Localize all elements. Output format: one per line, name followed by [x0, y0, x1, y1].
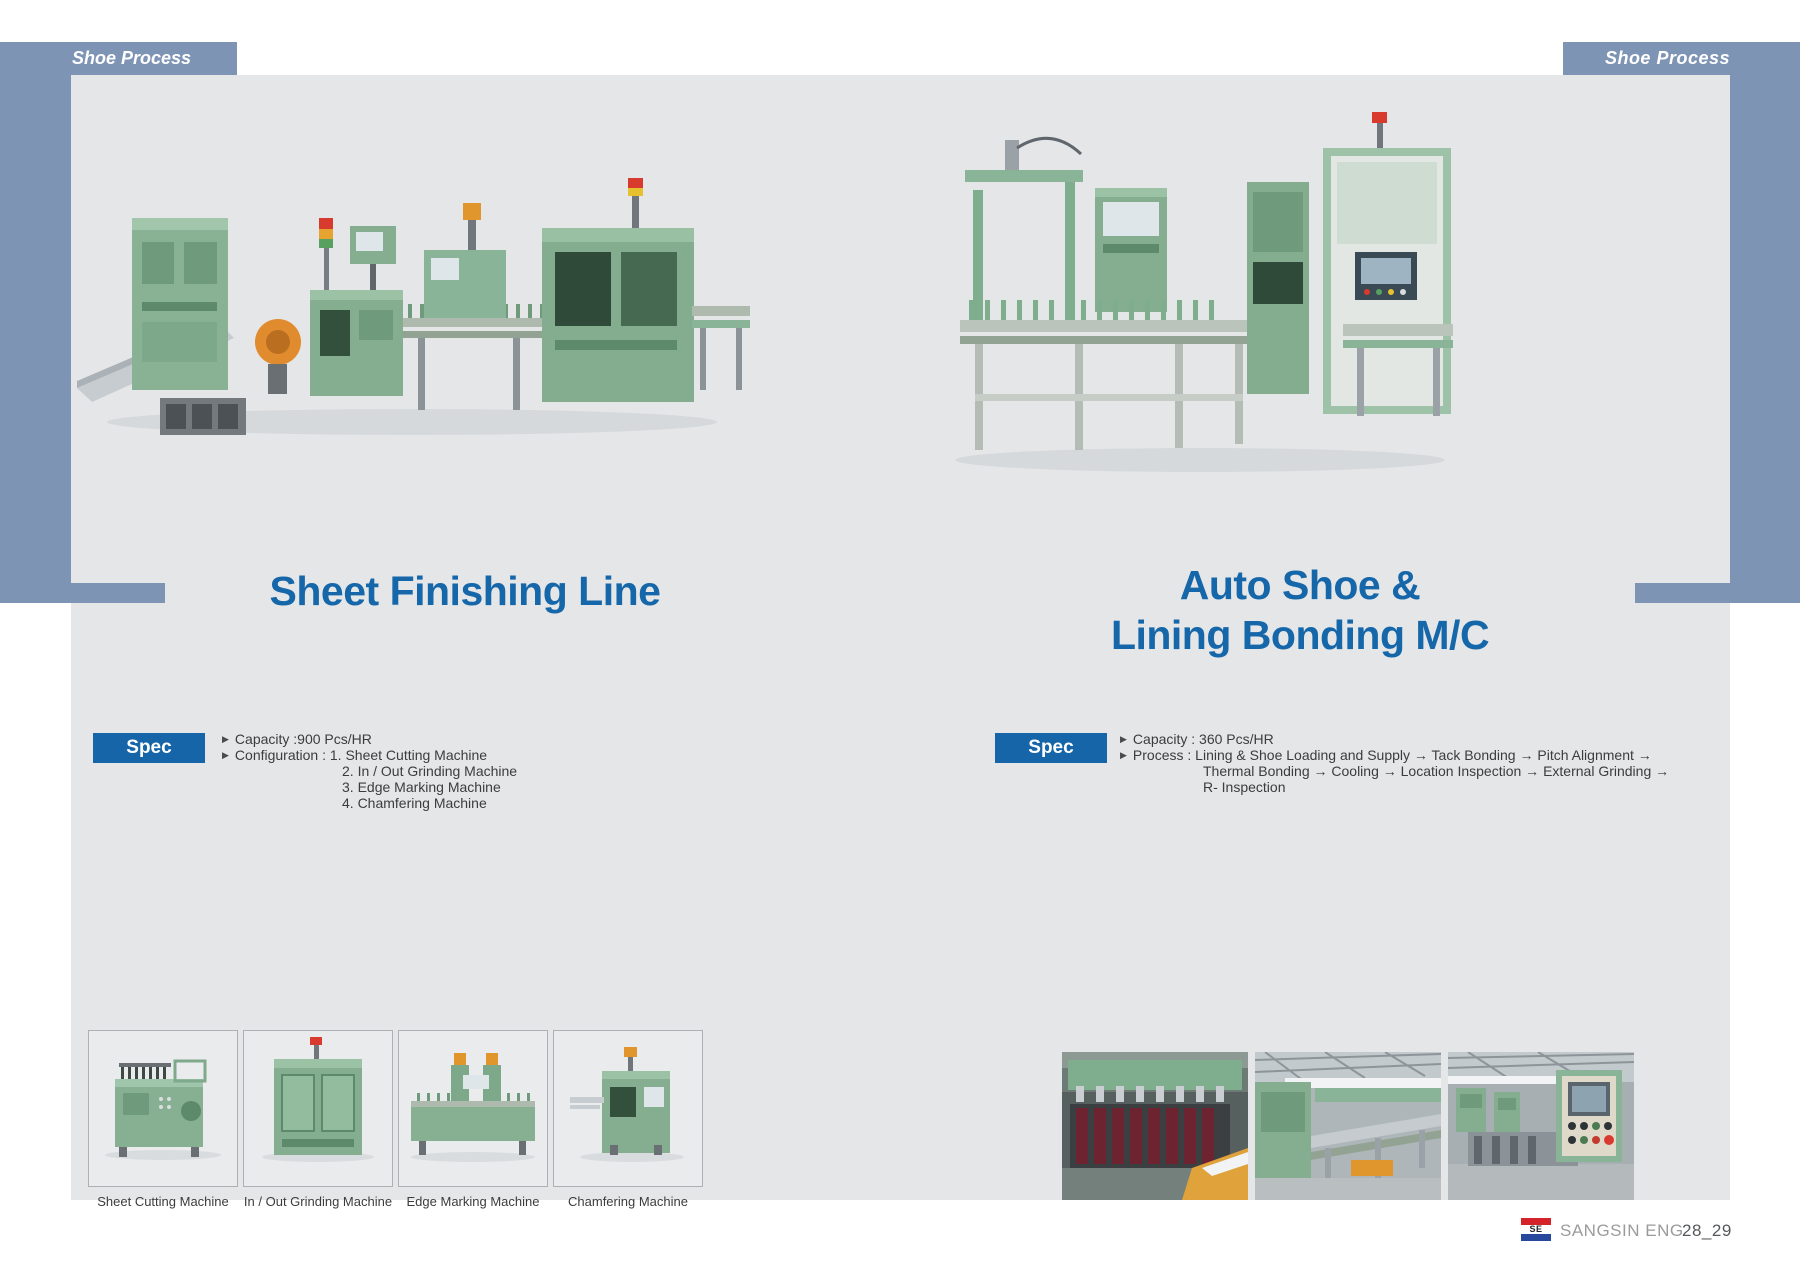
logo-red-bar — [1521, 1218, 1551, 1225]
thumbnail-cell: In / Out Grinding Machine — [243, 1030, 393, 1209]
left-spec-badge: Spec — [93, 733, 205, 763]
bullet-icon: ▶ — [1120, 734, 1127, 744]
right-spec-process-line: R- Inspection — [1203, 779, 1286, 795]
footer-company-name: SANGSIN ENG — [1560, 1221, 1684, 1240]
left-side-band-foot — [71, 583, 165, 603]
chamfering-machine-photo — [553, 1030, 703, 1187]
right-side-band — [1730, 42, 1800, 603]
left-spec-config-item: 3. Edge Marking Machine — [342, 779, 501, 795]
left-spec-text: ▶Capacity :900 Pcs/HR ▶Configuration : 1… — [222, 731, 517, 811]
logo-initials: SE — [1521, 1225, 1551, 1234]
right-page-title: Auto Shoe & Lining Bonding M/C — [950, 560, 1650, 660]
right-spec-text: ▶Capacity : 360 Pcs/HR ▶Process : Lining… — [1120, 731, 1669, 795]
factory-photo-1 — [1062, 1052, 1248, 1200]
section-tab-left: Shoe Process — [0, 42, 237, 75]
sheet-finishing-line-photo — [77, 178, 750, 435]
edge-marking-machine-photo — [398, 1030, 548, 1187]
section-tab-right: Shoe Process — [1563, 42, 1800, 75]
footer-page-number: 28_29 — [1682, 1221, 1732, 1240]
left-spec-config-item: 2. In / Out Grinding Machine — [342, 763, 518, 779]
right-side-band-foot — [1635, 583, 1730, 603]
right-spec-capacity: ▶Capacity : 360 Pcs/HR — [1120, 731, 1274, 747]
thumbnail-caption: Edge Marking Machine — [406, 1194, 540, 1209]
right-page-title-line1: Auto Shoe & — [1179, 562, 1421, 608]
in-out-grinding-machine-photo — [243, 1030, 393, 1187]
thumbnail-cell: Edge Marking Machine — [398, 1030, 548, 1209]
page-background — [71, 75, 1730, 1200]
right-page-title-line2: Lining Bonding M/C — [1110, 612, 1490, 659]
factory-photo-2 — [1255, 1052, 1441, 1200]
thumbnail-cell: Chamfering Machine — [553, 1030, 703, 1209]
factory-photo-3 — [1448, 1052, 1634, 1200]
thumbnail-caption: Sheet Cutting Machine — [97, 1194, 229, 1209]
thumbnail-cell: Sheet Cutting Machine — [88, 1030, 238, 1209]
thumbnail-caption: Chamfering Machine — [568, 1194, 688, 1209]
left-spec-capacity: ▶Capacity :900 Pcs/HR — [222, 731, 372, 747]
bullet-icon: ▶ — [222, 750, 229, 760]
machine-thumbnails: Sheet Cutting Machine In / Out Grinding … — [88, 1030, 703, 1209]
sheet-cutting-machine-photo — [88, 1030, 238, 1187]
left-spec-config-item: 4. Chamfering Machine — [342, 795, 487, 811]
factory-photos — [1062, 1052, 1634, 1200]
bullet-icon: ▶ — [1120, 750, 1127, 760]
left-side-band — [0, 42, 71, 603]
right-spec-process: ▶Process : Lining & Shoe Loading and Sup… — [1120, 747, 1652, 763]
right-spec-badge: Spec — [995, 733, 1107, 763]
left-page-title: Sheet Finishing Line — [269, 568, 661, 614]
right-spec-process-line: Thermal Bonding → Cooling → Location Ins… — [1203, 763, 1670, 779]
left-spec-configuration: ▶Configuration : 1. Sheet Cutting Machin… — [222, 747, 488, 763]
sangsin-logo: SE — [1521, 1218, 1551, 1242]
auto-shoe-bonding-photo — [955, 112, 1453, 472]
bullet-icon: ▶ — [222, 734, 229, 744]
thumbnail-caption: In / Out Grinding Machine — [243, 1194, 393, 1209]
logo-blue-bar — [1521, 1234, 1551, 1241]
